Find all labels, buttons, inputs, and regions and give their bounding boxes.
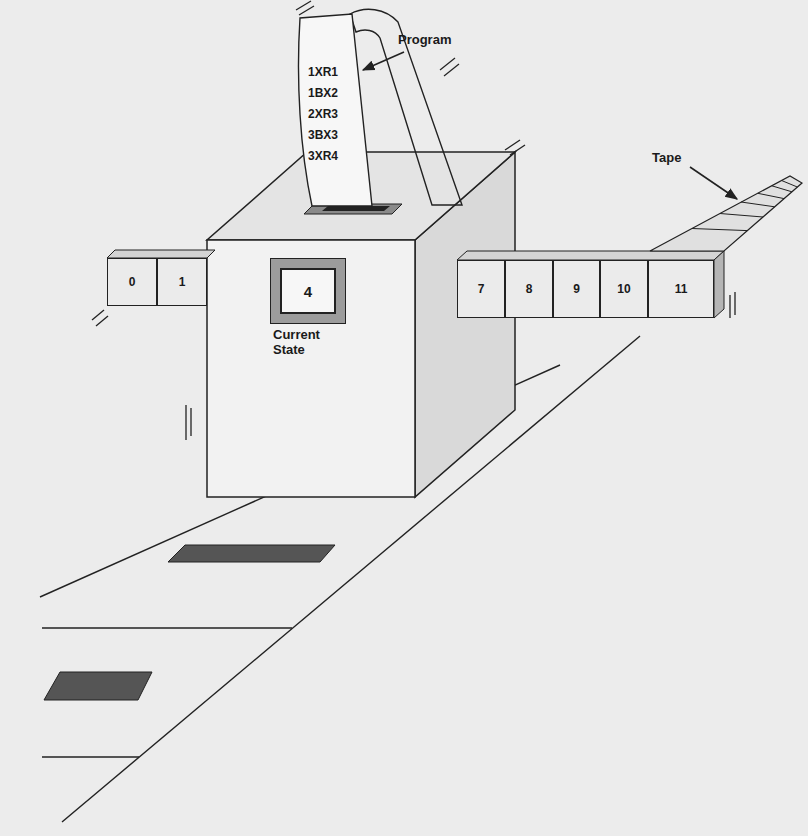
cell-number: 9 [573,282,580,296]
tape-cell: 1 [157,258,207,306]
machine-front [207,240,415,497]
tape-cell: 8 [505,260,553,318]
leader-arrow [690,167,737,199]
floor-divider [42,756,139,757]
cell-number: 8 [526,282,533,296]
motion-marks [92,1,735,440]
tape-top [457,251,724,260]
motion-mark [190,408,191,436]
motion-mark [444,64,459,76]
motion-mark [185,405,186,440]
program-slot-opening [322,206,390,211]
current-state-display: 4Current State [270,258,346,324]
tape-divider [741,202,775,207]
motion-mark [505,140,520,150]
state-heading: Current State [273,327,320,357]
tape-cell: 0 [107,258,157,306]
cell-number: 11 [675,282,688,296]
tape-cell: 10 [600,260,648,318]
program-lines: 1XR1 1BX2 2XR3 3BX3 3XR4 [308,62,338,167]
tape-side [714,251,724,318]
cell-number: 1 [179,275,186,289]
tape-cell: 7 [457,260,505,318]
tape-divider [692,229,747,231]
tape-continuation [650,176,802,251]
motion-mark [299,6,314,15]
floor-mark [168,545,335,562]
cell-number: 7 [478,282,485,296]
motion-mark [729,295,730,318]
motion-mark [734,292,735,315]
tape-divider [720,214,763,218]
paper-strip [299,14,373,206]
tape-divider [772,186,792,192]
tape-cell-dividers [692,181,797,231]
motion-mark [92,310,104,320]
floor-divider [42,627,292,628]
program-strip: 1XR1 1BX2 2XR3 3BX3 3XR4 [290,0,480,210]
leader-arrow [363,52,404,70]
callout-label: Tape [652,150,681,165]
tape-divider [758,193,784,198]
motion-mark [510,145,525,155]
paper-outline [290,0,480,210]
tape-cell: 11 [648,260,714,318]
motion-mark [96,316,108,326]
callout-label: Program [398,32,451,47]
cell-number: 0 [129,275,136,289]
tape-divider [782,181,798,188]
cell-number: 10 [617,282,630,296]
floor-mark [44,672,152,700]
state-number: 4 [280,268,336,314]
tape-top [107,250,215,258]
tape-cell: 9 [553,260,600,318]
